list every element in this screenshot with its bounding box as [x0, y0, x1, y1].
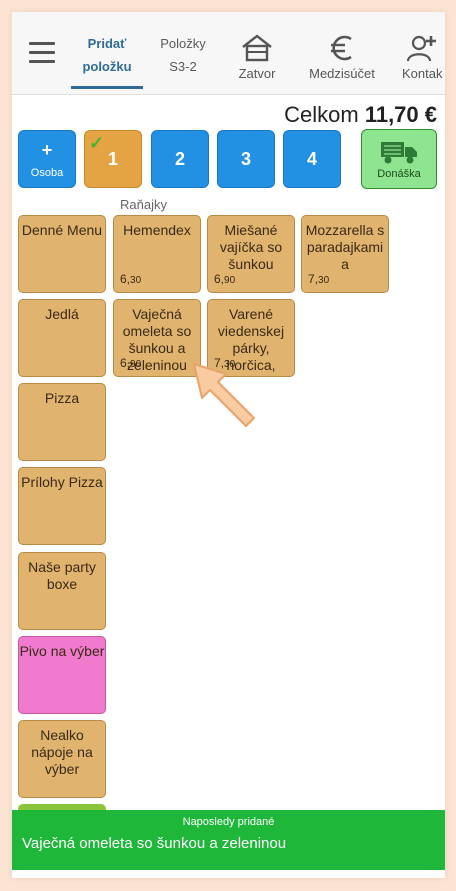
- add-contact-icon: [406, 35, 436, 62]
- category-denne-menu[interactable]: Denné Menu: [18, 215, 106, 293]
- category-peek: [18, 804, 106, 814]
- menu-item[interactable]: Mozzarella s paradajkami a 7,30: [301, 215, 389, 293]
- menu-item[interactable]: Vaječná omeleta so šunkou a zeleninou 6,…: [113, 299, 201, 377]
- menu-item[interactable]: Miešané vajíčka so šunkou 6,90: [207, 215, 295, 293]
- person-1-button[interactable]: ✓ 1: [84, 130, 142, 188]
- tab-label: Pridať: [87, 36, 127, 51]
- item-name: Hemendex: [123, 222, 191, 238]
- category-jedla[interactable]: Jedlá: [18, 299, 106, 377]
- category-party-boxe[interactable]: Naše party boxe: [18, 552, 106, 630]
- order-total: Celkom 11,70 €: [284, 102, 437, 128]
- person-3-button[interactable]: 3: [217, 130, 275, 188]
- menu-item[interactable]: Hemendex 6,30: [113, 215, 201, 293]
- item-price: 7,30: [308, 272, 330, 286]
- truck-icon: [381, 141, 417, 163]
- checkmark-icon: ✓: [89, 133, 105, 153]
- house-icon: [242, 34, 272, 62]
- add-person-label: Osoba: [30, 166, 64, 179]
- person-label: 3: [240, 148, 251, 169]
- close-button[interactable]: Zatvor: [228, 34, 286, 81]
- category-pizza[interactable]: Pizza: [18, 383, 106, 461]
- item-price: 6,90: [120, 356, 142, 370]
- item-price: 6,90: [214, 272, 236, 286]
- contact-button[interactable]: Kontak: [402, 34, 445, 81]
- category-pivo[interactable]: Pivo na výber: [18, 636, 106, 714]
- tab-label: S3-2: [169, 59, 197, 74]
- subtotal-button[interactable]: Medzisúčet: [304, 34, 380, 81]
- tab-items[interactable]: Položky S3-2: [151, 36, 215, 88]
- pointer-arrow-icon: [193, 363, 255, 427]
- last-added-toast[interactable]: Naposledy pridané Vaječná omeleta so šun…: [12, 810, 445, 870]
- person-label: 4: [306, 148, 317, 169]
- item-price: 6,30: [120, 272, 142, 286]
- item-name: Miešané vajíčka so šunkou: [219, 222, 283, 272]
- menu-item[interactable]: Varené viedenskej párky, horčica, 7,30: [207, 299, 295, 377]
- item-name: Mozzarella s paradajkami a: [305, 222, 385, 272]
- active-tab-indicator: [71, 86, 143, 89]
- close-label: Zatvor: [238, 66, 276, 81]
- person-label: 2: [174, 148, 185, 169]
- contact-label: Kontak: [402, 66, 443, 81]
- toast-title: Naposledy pridané: [182, 816, 275, 828]
- euro-icon: [331, 35, 352, 61]
- app-frame: Pridať položku Položky S3-2 Zatvor Medzi…: [12, 12, 445, 878]
- toast-text: Vaječná omeleta so šunkou a zeleninou: [22, 835, 287, 852]
- total-label: Celkom: [284, 102, 359, 127]
- item-name: Varené viedenskej párky, horčica,: [217, 306, 285, 373]
- delivery-button[interactable]: Donáška: [361, 129, 437, 189]
- person-label: 1: [107, 148, 118, 169]
- item-name: Vaječná omeleta so šunkou a zeleninou: [122, 306, 192, 373]
- person-2-button[interactable]: 2: [151, 130, 209, 188]
- add-person-button[interactable]: + Osoba: [18, 130, 76, 188]
- section-label: Raňajky: [120, 197, 167, 212]
- person-4-button[interactable]: 4: [283, 130, 341, 188]
- tab-label: položku: [82, 59, 132, 74]
- hamburger-menu-icon[interactable]: [29, 42, 55, 64]
- subtotal-label: Medzisúčet: [309, 66, 375, 81]
- tab-add-item[interactable]: Pridať položku: [71, 36, 143, 89]
- plus-icon: +: [41, 139, 53, 160]
- delivery-label: Donáška: [377, 167, 421, 180]
- tab-label: Položky: [160, 36, 206, 51]
- category-prilohy-pizza[interactable]: Prílohy Pizza: [18, 467, 106, 545]
- total-amount: 11,70 €: [364, 102, 437, 127]
- category-nealko[interactable]: Nealko nápoje na výber: [18, 720, 106, 798]
- top-bar: Pridať položku Položky S3-2 Zatvor Medzi…: [12, 12, 445, 95]
- item-price: 7,30: [214, 356, 236, 370]
